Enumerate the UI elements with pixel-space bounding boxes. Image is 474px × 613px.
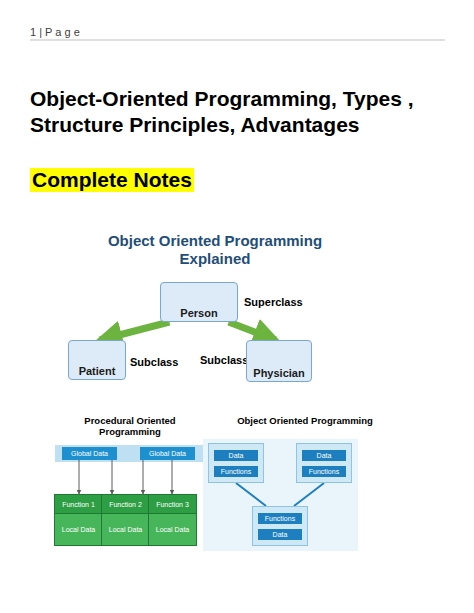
box-text: Data	[302, 450, 346, 461]
connector	[294, 483, 324, 506]
figure-title: Object Oriented Programming Explained	[95, 232, 335, 268]
box-text: Functions	[302, 466, 346, 477]
box-text: Local Data	[101, 514, 150, 546]
connector	[236, 483, 266, 506]
page-number: 1 | P a g e	[30, 26, 150, 38]
diagram-caption: Procedural Oriented Programming	[55, 416, 205, 438]
function-box: Function 2Local Data	[101, 494, 150, 546]
box-text: Global Data	[71, 450, 108, 457]
object-box: DataFunctions	[208, 443, 264, 483]
box-text: Functions	[214, 466, 258, 477]
diagram-caption: Object Oriented Programming	[235, 416, 375, 427]
function-box: Function 1Local Data	[54, 494, 103, 546]
highlight-heading: Complete Notes	[30, 168, 194, 192]
subclass-box: Patient	[68, 340, 126, 380]
global-data-box: Global Data	[62, 447, 117, 460]
object-box: DataFunctions	[296, 443, 352, 483]
global-data-box: Global Data	[140, 447, 195, 460]
connector	[172, 460, 173, 494]
box-text: Function 2	[101, 494, 150, 514]
object-box: FunctionsData	[252, 506, 308, 546]
superclass-box: Person	[160, 282, 238, 322]
page-title: Object-Oriented Programming, Types , Str…	[30, 86, 445, 139]
role-label: Subclass	[200, 354, 248, 366]
box-text: Data	[258, 529, 302, 540]
box-text: Global Data	[149, 450, 186, 457]
box-text: Physician	[253, 367, 304, 379]
connector	[100, 322, 169, 340]
connector	[79, 460, 80, 494]
role-label: Superclass	[244, 296, 324, 308]
box-text: Person	[180, 307, 217, 319]
box-text: Local Data	[54, 514, 103, 546]
function-box: Function 3Local Data	[148, 494, 197, 546]
subclass-box: Physician	[246, 340, 312, 382]
connector	[229, 322, 276, 340]
box-text: Data	[214, 450, 258, 461]
connector	[112, 460, 113, 494]
connector	[143, 460, 144, 494]
box-text: Function 3	[148, 494, 197, 514]
role-label: Subclass	[130, 356, 190, 368]
box-text: Local Data	[148, 514, 197, 546]
box-text: Patient	[79, 365, 116, 377]
box-text: Function 1	[54, 494, 103, 514]
box-text: Functions	[258, 513, 302, 524]
